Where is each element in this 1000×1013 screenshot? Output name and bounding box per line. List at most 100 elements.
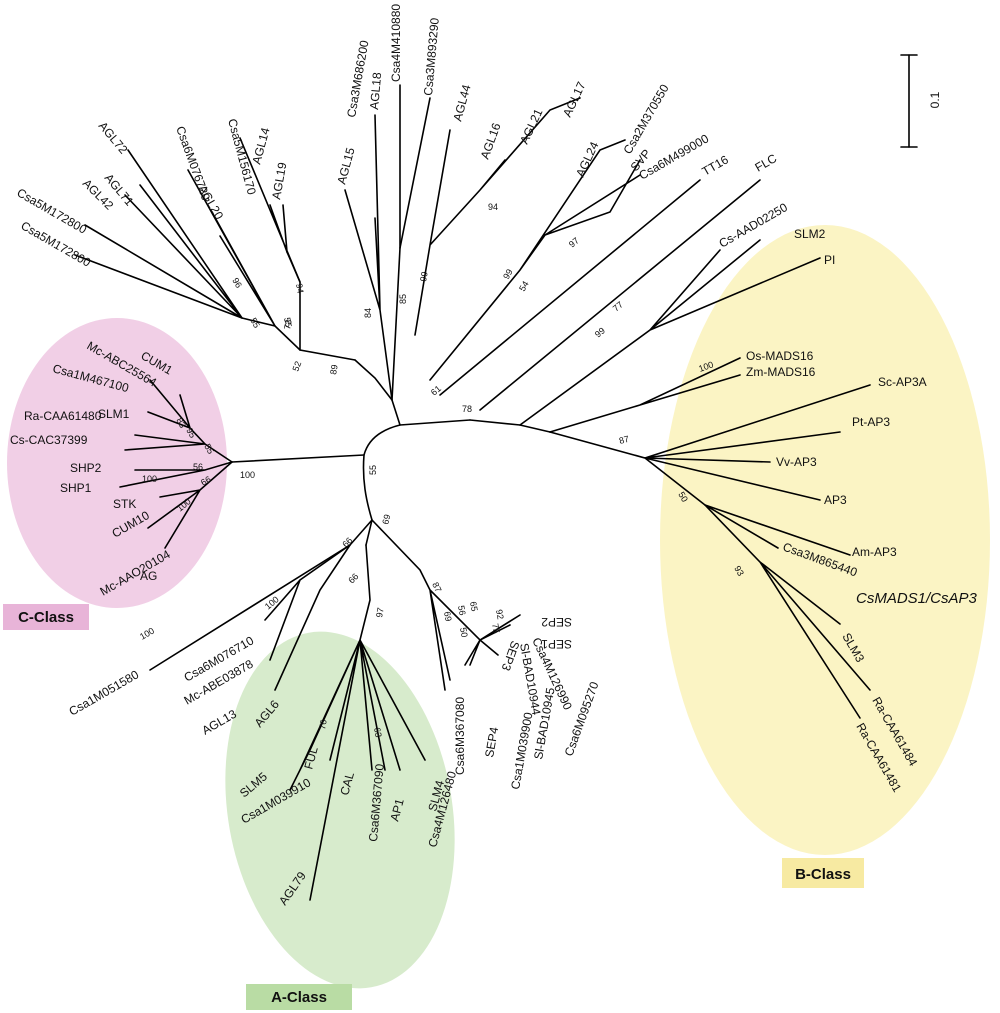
gene-label: SEP2	[541, 615, 572, 629]
bootstrap-value: 61	[429, 383, 443, 397]
bootstrap-value: 69	[380, 513, 392, 525]
a-class-badge: A-Class	[246, 984, 352, 1010]
gene-label: Vv-AP3	[776, 455, 817, 469]
bootstrap-value: 97	[374, 607, 386, 619]
bootstrap-value: 89	[328, 364, 340, 376]
gene-label: Ra-CAA61480	[24, 409, 102, 423]
bootstrap-value: 76	[317, 719, 329, 731]
gene-label: Csa6M367080	[453, 697, 467, 775]
bootstrap-value: 100	[697, 359, 715, 374]
bootstrap-value: 63	[372, 727, 384, 739]
gene-label: Pt-AP3	[852, 415, 890, 429]
bootstrap-value: 99	[501, 267, 515, 281]
gene-label: Sc-AP3A	[878, 375, 927, 389]
bootstrap-value: 69	[442, 611, 454, 623]
gene-label: SLM1	[98, 407, 130, 421]
a-class-region	[225, 631, 455, 989]
gene-label: AGL18	[367, 71, 384, 110]
gene-label: AG	[140, 569, 157, 583]
bootstrap-value: 100	[138, 626, 156, 642]
bootstrap-value: 77	[611, 299, 625, 313]
bootstrap-value: 94	[294, 283, 306, 295]
bootstrap-values: 100 96 55 94 55 73 89 52 84 85 99 94 97 …	[138, 202, 746, 738]
gene-label: AGL14	[249, 126, 272, 166]
bootstrap-value: 50	[458, 627, 470, 639]
bootstrap-value: 100	[240, 470, 255, 480]
bootstrap-value: 65	[468, 601, 480, 613]
gene-label: AGL15	[334, 146, 357, 186]
bootstrap-value: 96	[230, 276, 244, 290]
gene-label: AGL19	[269, 161, 289, 201]
bootstrap-value: 93	[732, 564, 746, 578]
bootstrap-value: 50	[676, 490, 690, 504]
gene-label: AP3	[824, 493, 847, 507]
bootstrap-value: 78	[462, 404, 472, 414]
bootstrap-value: 54	[517, 279, 531, 293]
bootstrap-value: 56	[456, 605, 468, 617]
bootstrap-value: 55	[282, 317, 294, 329]
gene-label: Csa1M051580	[67, 667, 142, 718]
bootstrap-value: 99	[593, 325, 607, 339]
gene-label: AGL16	[478, 121, 504, 161]
bootstrap-value: 55	[202, 442, 216, 456]
bootstrap-value: 100	[263, 594, 281, 611]
gene-label: Csa3M893290	[421, 17, 442, 96]
c-class-badge: C-Class	[3, 604, 89, 630]
scale-bar: 0.1	[900, 54, 942, 148]
gene-label: CAL	[337, 770, 357, 796]
bootstrap-value: 87	[430, 581, 443, 594]
gene-label: Csa6M076720	[173, 124, 213, 202]
gene-label: AGL24	[573, 139, 602, 179]
c-class-label: C-Class	[18, 609, 74, 626]
gene-label: SLM2	[794, 227, 826, 241]
gene-label: AP1	[387, 797, 406, 823]
gene-label: AGL17	[560, 79, 589, 119]
gene-label: SHP2	[70, 461, 102, 475]
bootstrap-value: 100	[142, 474, 157, 484]
gene-label: AGL44	[450, 83, 473, 123]
bootstrap-value: 83	[174, 416, 188, 430]
gene-label: AGL72	[96, 119, 131, 157]
gene-label: AGL21	[517, 106, 546, 146]
csmads1-csap3-label: CsMADS1/CsAP3	[856, 590, 978, 607]
bootstrap-value: 99	[418, 271, 430, 283]
gene-label: Zm-MADS16	[746, 365, 816, 379]
gene-label: SEP4	[482, 726, 501, 759]
bootstrap-value: 55	[248, 316, 262, 330]
gene-label: Csa6M367090	[366, 763, 387, 842]
bootstrap-value: 66	[340, 535, 354, 549]
bootstrap-value: 55	[368, 465, 378, 475]
gene-label: Csa1M039900	[508, 711, 535, 791]
scale-bar-label: 0.1	[928, 91, 942, 108]
gene-label: PI	[824, 253, 835, 267]
gene-label: FUL	[301, 745, 320, 771]
gene-label: Os-MADS16	[746, 349, 814, 363]
a-class-label: A-Class	[271, 989, 327, 1006]
b-class-badge: B-Class	[782, 858, 864, 888]
gene-label: Cs-CAC37399	[10, 433, 88, 447]
gene-label: TT16	[700, 152, 732, 178]
gene-label: Csa2M370550	[620, 82, 671, 157]
gene-label: SEP1	[541, 637, 572, 651]
gene-label: Csa4M410880	[389, 4, 403, 82]
b-class-region	[660, 225, 990, 855]
bootstrap-value: 66	[199, 474, 213, 488]
bootstrap-value: 52	[290, 360, 303, 373]
bootstrap-value: 56	[193, 462, 203, 472]
bootstrap-value: 97	[567, 235, 581, 249]
bootstrap-value: 73	[282, 319, 294, 331]
bootstrap-value: 92	[494, 609, 506, 621]
gene-label: SHP1	[60, 481, 92, 495]
bootstrap-value: 87	[618, 434, 630, 446]
gene-label: FLC	[753, 151, 780, 175]
b-class-label: B-Class	[795, 866, 851, 883]
bootstrap-value: 75	[490, 623, 502, 635]
bootstrap-value: 66	[346, 571, 360, 585]
bootstrap-value: 95	[184, 426, 198, 440]
tree-branches	[74, 84, 871, 901]
gene-label: STK	[113, 497, 136, 511]
bootstrap-value: 94	[488, 202, 498, 212]
gene-label: Am-AP3	[852, 545, 897, 559]
bootstrap-value: 85	[398, 294, 408, 304]
